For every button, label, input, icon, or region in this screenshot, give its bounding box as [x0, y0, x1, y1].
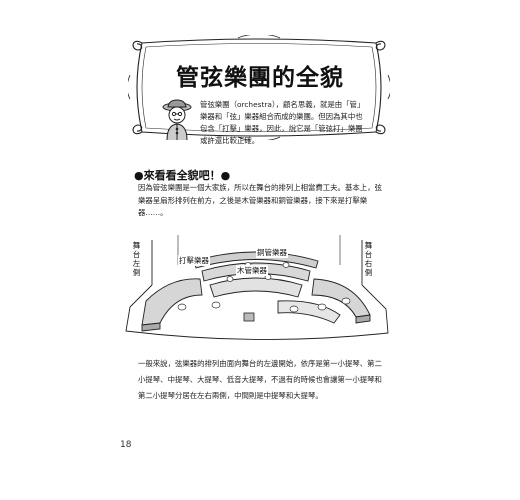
- label-stage-left: 舞台左側: [132, 241, 141, 277]
- mascot-character-icon: [162, 99, 192, 140]
- title-frame: [128, 35, 390, 140]
- label-percussion: 打擊樂器: [178, 255, 210, 266]
- orchestra-stage-diagram: 舞台左側 舞台右側 打擊樂器 銅管樂器 木管樂器: [118, 235, 396, 347]
- label-woodwind: 木管樂器: [236, 265, 268, 276]
- label-stage-right: 舞台右側: [364, 241, 373, 277]
- label-brass: 銅管樂器: [256, 247, 288, 258]
- intro-text: 管弦樂團（orchestra），顧名思義，就是由「管」樂器和「弦」樂器組合而成的…: [200, 100, 365, 145]
- page-title: 管弦樂團的全貌: [176, 65, 344, 91]
- paragraph-strings-order: 一般來說，弦樂器的排列由面向舞台的左邊開始，依序是第一小提琴、第二小提琴、中提琴…: [138, 359, 382, 400]
- paragraph-arrangement: 因為管弦樂團是一個大家族，所以在舞台的排列上相當費工夫。基本上，弦樂器呈扇形排列…: [138, 183, 382, 217]
- section-heading: ●來看看全貌吧！●: [134, 169, 231, 182]
- page-number: 18: [120, 440, 132, 450]
